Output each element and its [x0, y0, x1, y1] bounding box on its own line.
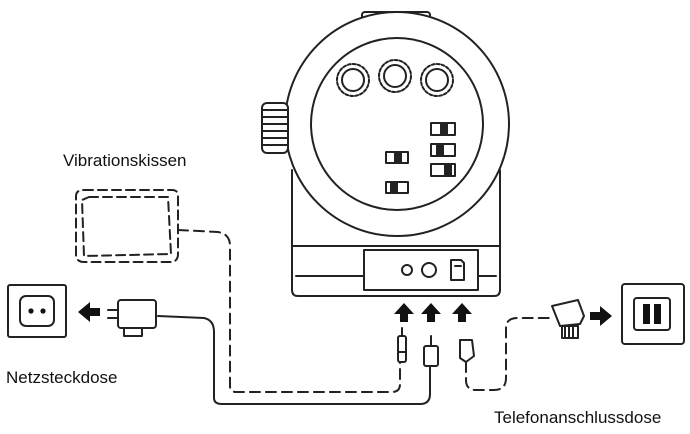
- arrow-up-icon: [421, 303, 441, 322]
- arrow-left-icon: [78, 302, 100, 322]
- dial-icon: [420, 63, 454, 97]
- slide-switch-icon: [430, 143, 456, 157]
- phone-jack-label: Telefonanschlussdose: [494, 408, 662, 427]
- phone-cable: [465, 317, 553, 391]
- vibration-pad-label: Vibrationskissen: [63, 151, 187, 170]
- arrow-right-icon: [590, 306, 612, 326]
- side-knob-icon: [261, 102, 289, 154]
- vibration-pad-cable: [177, 229, 401, 393]
- arrow-up-icon: [452, 303, 472, 322]
- power-adapter-icon: [107, 299, 157, 337]
- jack-plug-icon: [397, 327, 407, 363]
- slide-switch-icon: [385, 181, 409, 194]
- phone-connector-icon: [551, 299, 585, 339]
- power-socket-icon: [7, 284, 67, 338]
- phone-jack-icon: [621, 283, 685, 345]
- slide-switch-icon: [430, 122, 456, 136]
- arrow-up-icon: [394, 303, 414, 322]
- slide-switch-icon: [385, 151, 409, 164]
- power-socket-label: Netzsteckdose: [6, 368, 118, 387]
- phone-plug-icon: [459, 339, 475, 363]
- dial-icon: [336, 63, 370, 97]
- slide-switch-icon: [430, 163, 456, 177]
- power-plug-icon: [423, 335, 439, 367]
- connector-panel: [363, 249, 479, 291]
- power-adapter-cable: [157, 315, 431, 405]
- dial-icon: [378, 59, 412, 93]
- vibration-pad-icon: [75, 189, 179, 263]
- alarm-clock-device: [261, 11, 510, 297]
